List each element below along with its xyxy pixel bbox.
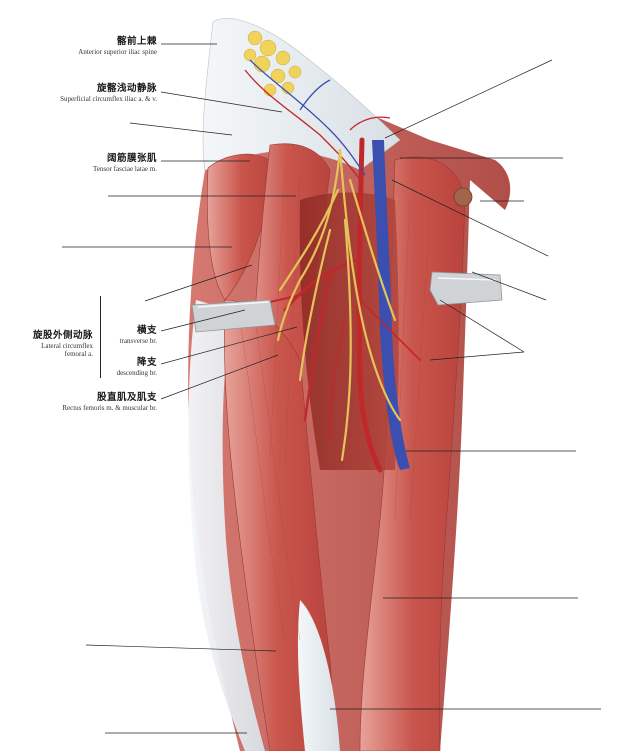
label-descending-zh: 降支 [136,357,157,368]
fat-lobules [243,30,302,97]
label-asis-en: Anterior superior iliac spine [78,47,157,56]
label-rectus: 股直肌及肌支 Rectus femoris m. & muscular br. [62,392,157,412]
retractor-right [429,271,503,306]
iliotibial-band [188,300,265,751]
label-tfl: 阔筋膜张肌 Tensor fasciae latae m. [92,153,157,173]
label-lcfa-en2: femoral a. [64,349,93,358]
femoral-vein [372,140,410,470]
label-transverse-zh: 横支 [136,325,157,336]
superficial-circumflex-vessels [244,59,391,181]
label-lcfa: 旋股外侧动脉 Lateral circumflex femoral a. [32,330,93,358]
label-scia-en: Superficial circumflex iliac a. & v. [60,94,157,103]
lcfa-bracket [99,296,101,378]
nerves [276,148,402,462]
tensor-fasciae-latae [207,153,276,301]
label-transverse: 横支 transverse br. [119,325,157,345]
leader-lines [62,43,601,734]
label-descending-en: descending br. [116,368,157,377]
label-rectus-zh: 股直肌及肌支 [96,392,157,403]
knee-fascia [297,600,340,751]
pubic-tubercle [453,187,473,207]
retractor-left [191,299,276,333]
label-scia-zh: 旋髂浅动静脉 [96,83,157,94]
label-descending: 降支 descending br. [116,357,157,377]
label-transverse-en: transverse br. [119,336,157,345]
label-tfl-en: Tensor fasciae latae m. [92,164,157,173]
label-lcfa-en: Lateral circumflex [41,341,93,350]
label-asis: 髂前上棘 Anterior superior iliac spine [78,36,157,56]
deep-field [299,192,399,470]
muscle-fibers [239,169,431,641]
label-asis-zh: 髂前上棘 [116,36,157,47]
label-lcfa-zh: 旋股外侧动脉 [32,330,93,341]
label-tfl-zh: 阔筋膜张肌 [106,153,157,164]
label-scia: 旋髂浅动静脉 Superficial circumflex iliac a. &… [60,83,157,103]
label-rectus-en: Rectus femoris m. & muscular br. [62,403,157,412]
